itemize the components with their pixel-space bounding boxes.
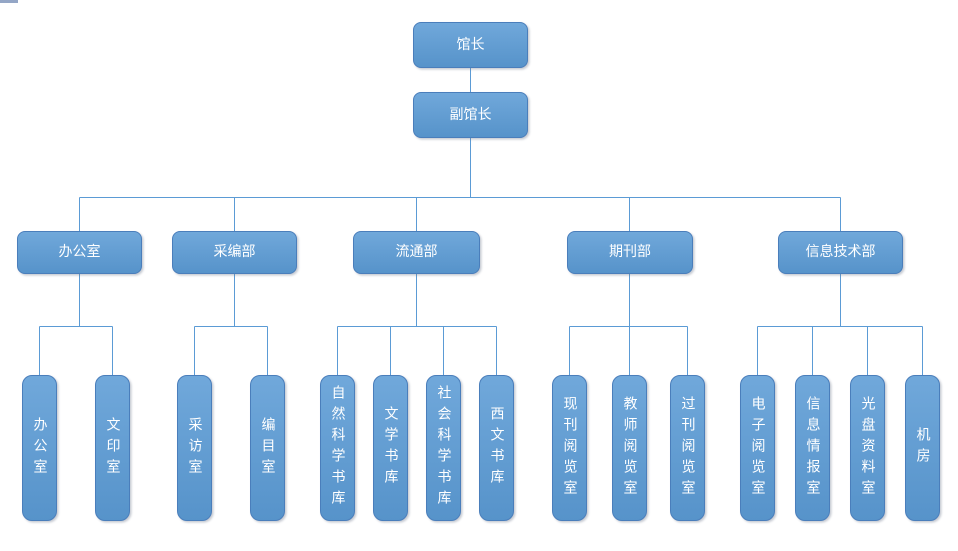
- node-back-issues-reading-room[interactable]: 过刊阅览室: [670, 375, 705, 521]
- node-teachers-reading-room[interactable]: 教师阅览室: [612, 375, 647, 521]
- node-label: 办公室: [58, 244, 101, 261]
- node-label: 西文书库: [488, 406, 505, 490]
- node-label: 信息技术部: [805, 244, 876, 261]
- node-label: 采访室: [186, 416, 203, 480]
- node-electronic-reading-room[interactable]: 电子阅览室: [740, 375, 775, 521]
- connector-circulation-children: [337, 274, 497, 375]
- node-label: 自然科学书库: [329, 385, 346, 511]
- top-left-artifact: [0, 0, 18, 3]
- connector-acquisition-children: [194, 274, 268, 375]
- node-natural-science-stacks[interactable]: 自然科学书库: [320, 375, 355, 521]
- node-label: 办公室: [31, 416, 48, 480]
- node-server-room[interactable]: 机房: [905, 375, 940, 521]
- node-copy-print-room[interactable]: 文印室: [95, 375, 130, 521]
- node-label: 社会科学书库: [435, 385, 452, 511]
- node-label: 流通部: [395, 244, 438, 261]
- node-label: 文学书库: [382, 406, 399, 490]
- node-cataloging-room[interactable]: 编目室: [250, 375, 285, 521]
- node-deputy-director[interactable]: 副馆长: [413, 92, 528, 138]
- node-label: 光盘资料室: [859, 395, 876, 501]
- node-cd-resources-room[interactable]: 光盘资料室: [850, 375, 885, 521]
- node-dept-periodicals[interactable]: 期刊部: [567, 231, 693, 274]
- node-label: 信息情报室: [804, 395, 821, 501]
- node-label: 现刊阅览室: [561, 395, 578, 501]
- node-acquisition-room[interactable]: 采访室: [177, 375, 212, 521]
- node-dept-acquisition-cataloging[interactable]: 采编部: [172, 231, 297, 274]
- node-director[interactable]: 馆长: [413, 22, 528, 68]
- node-label: 电子阅览室: [749, 395, 766, 501]
- node-label: 教师阅览室: [621, 395, 638, 501]
- node-label: 机房: [914, 427, 931, 469]
- connector-deputy-departments: [79, 138, 841, 231]
- node-label: 期刊部: [609, 244, 651, 261]
- node-dept-information-technology[interactable]: 信息技术部: [778, 231, 903, 274]
- node-label: 文印室: [104, 416, 121, 480]
- connector-periodicals-children: [569, 274, 688, 375]
- node-dept-circulation[interactable]: 流通部: [353, 231, 480, 274]
- node-western-books-stacks[interactable]: 西文书库: [479, 375, 514, 521]
- connector-it-children: [757, 274, 923, 375]
- node-literature-stacks[interactable]: 文学书库: [373, 375, 408, 521]
- node-office-room[interactable]: 办公室: [22, 375, 57, 521]
- node-label: 编目室: [259, 416, 276, 480]
- node-label: 采编部: [213, 244, 256, 261]
- node-label: 过刊阅览室: [679, 395, 696, 501]
- node-current-periodicals-reading-room[interactable]: 现刊阅览室: [552, 375, 587, 521]
- connector-office-children: [39, 274, 113, 375]
- node-social-science-stacks[interactable]: 社会科学书库: [426, 375, 461, 521]
- node-information-intelligence-room[interactable]: 信息情报室: [795, 375, 830, 521]
- node-label: 馆长: [456, 36, 485, 53]
- node-dept-office[interactable]: 办公室: [17, 231, 142, 274]
- node-label: 副馆长: [449, 106, 492, 123]
